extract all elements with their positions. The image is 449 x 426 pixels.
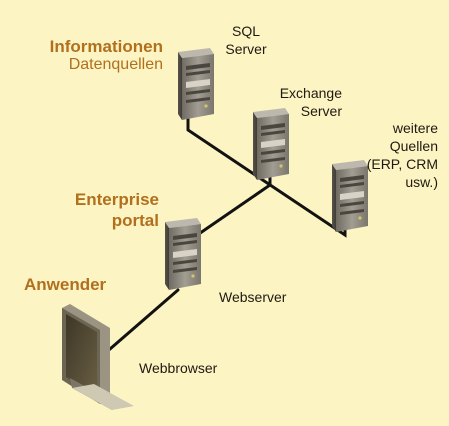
sql-server-icon (178, 48, 214, 120)
portal-group-title-line2: portal (111, 211, 159, 230)
webserver-label: Webserver (219, 289, 287, 305)
webbrowser-label: Webbrowser (139, 360, 218, 376)
sql-server-label-line2: Server (225, 41, 267, 57)
portal-group-title-line1: Enterprise (74, 190, 159, 209)
information-group-title: Informationen (49, 37, 163, 56)
other-sources-label-line1: weitere (392, 120, 438, 136)
webbrowser-monitor-icon (62, 304, 134, 410)
exchange-server-label-line1: Exchange (279, 85, 342, 101)
connection-lines (93, 110, 347, 364)
sql-server-label-line1: SQL (231, 23, 260, 39)
exchange-server-label-line2: Server (300, 103, 342, 119)
information-group-subtitle: Datenquellen (68, 56, 163, 73)
other-sources-label-line2: Quellen (389, 138, 438, 154)
other-sources-label-line3: (ERP, CRM (366, 156, 438, 172)
webserver-icon (165, 218, 201, 290)
users-group-title: Anwender (24, 275, 107, 294)
other-sources-label-line4: usw.) (405, 174, 438, 190)
link-exchange-to-webserver (188, 173, 272, 242)
